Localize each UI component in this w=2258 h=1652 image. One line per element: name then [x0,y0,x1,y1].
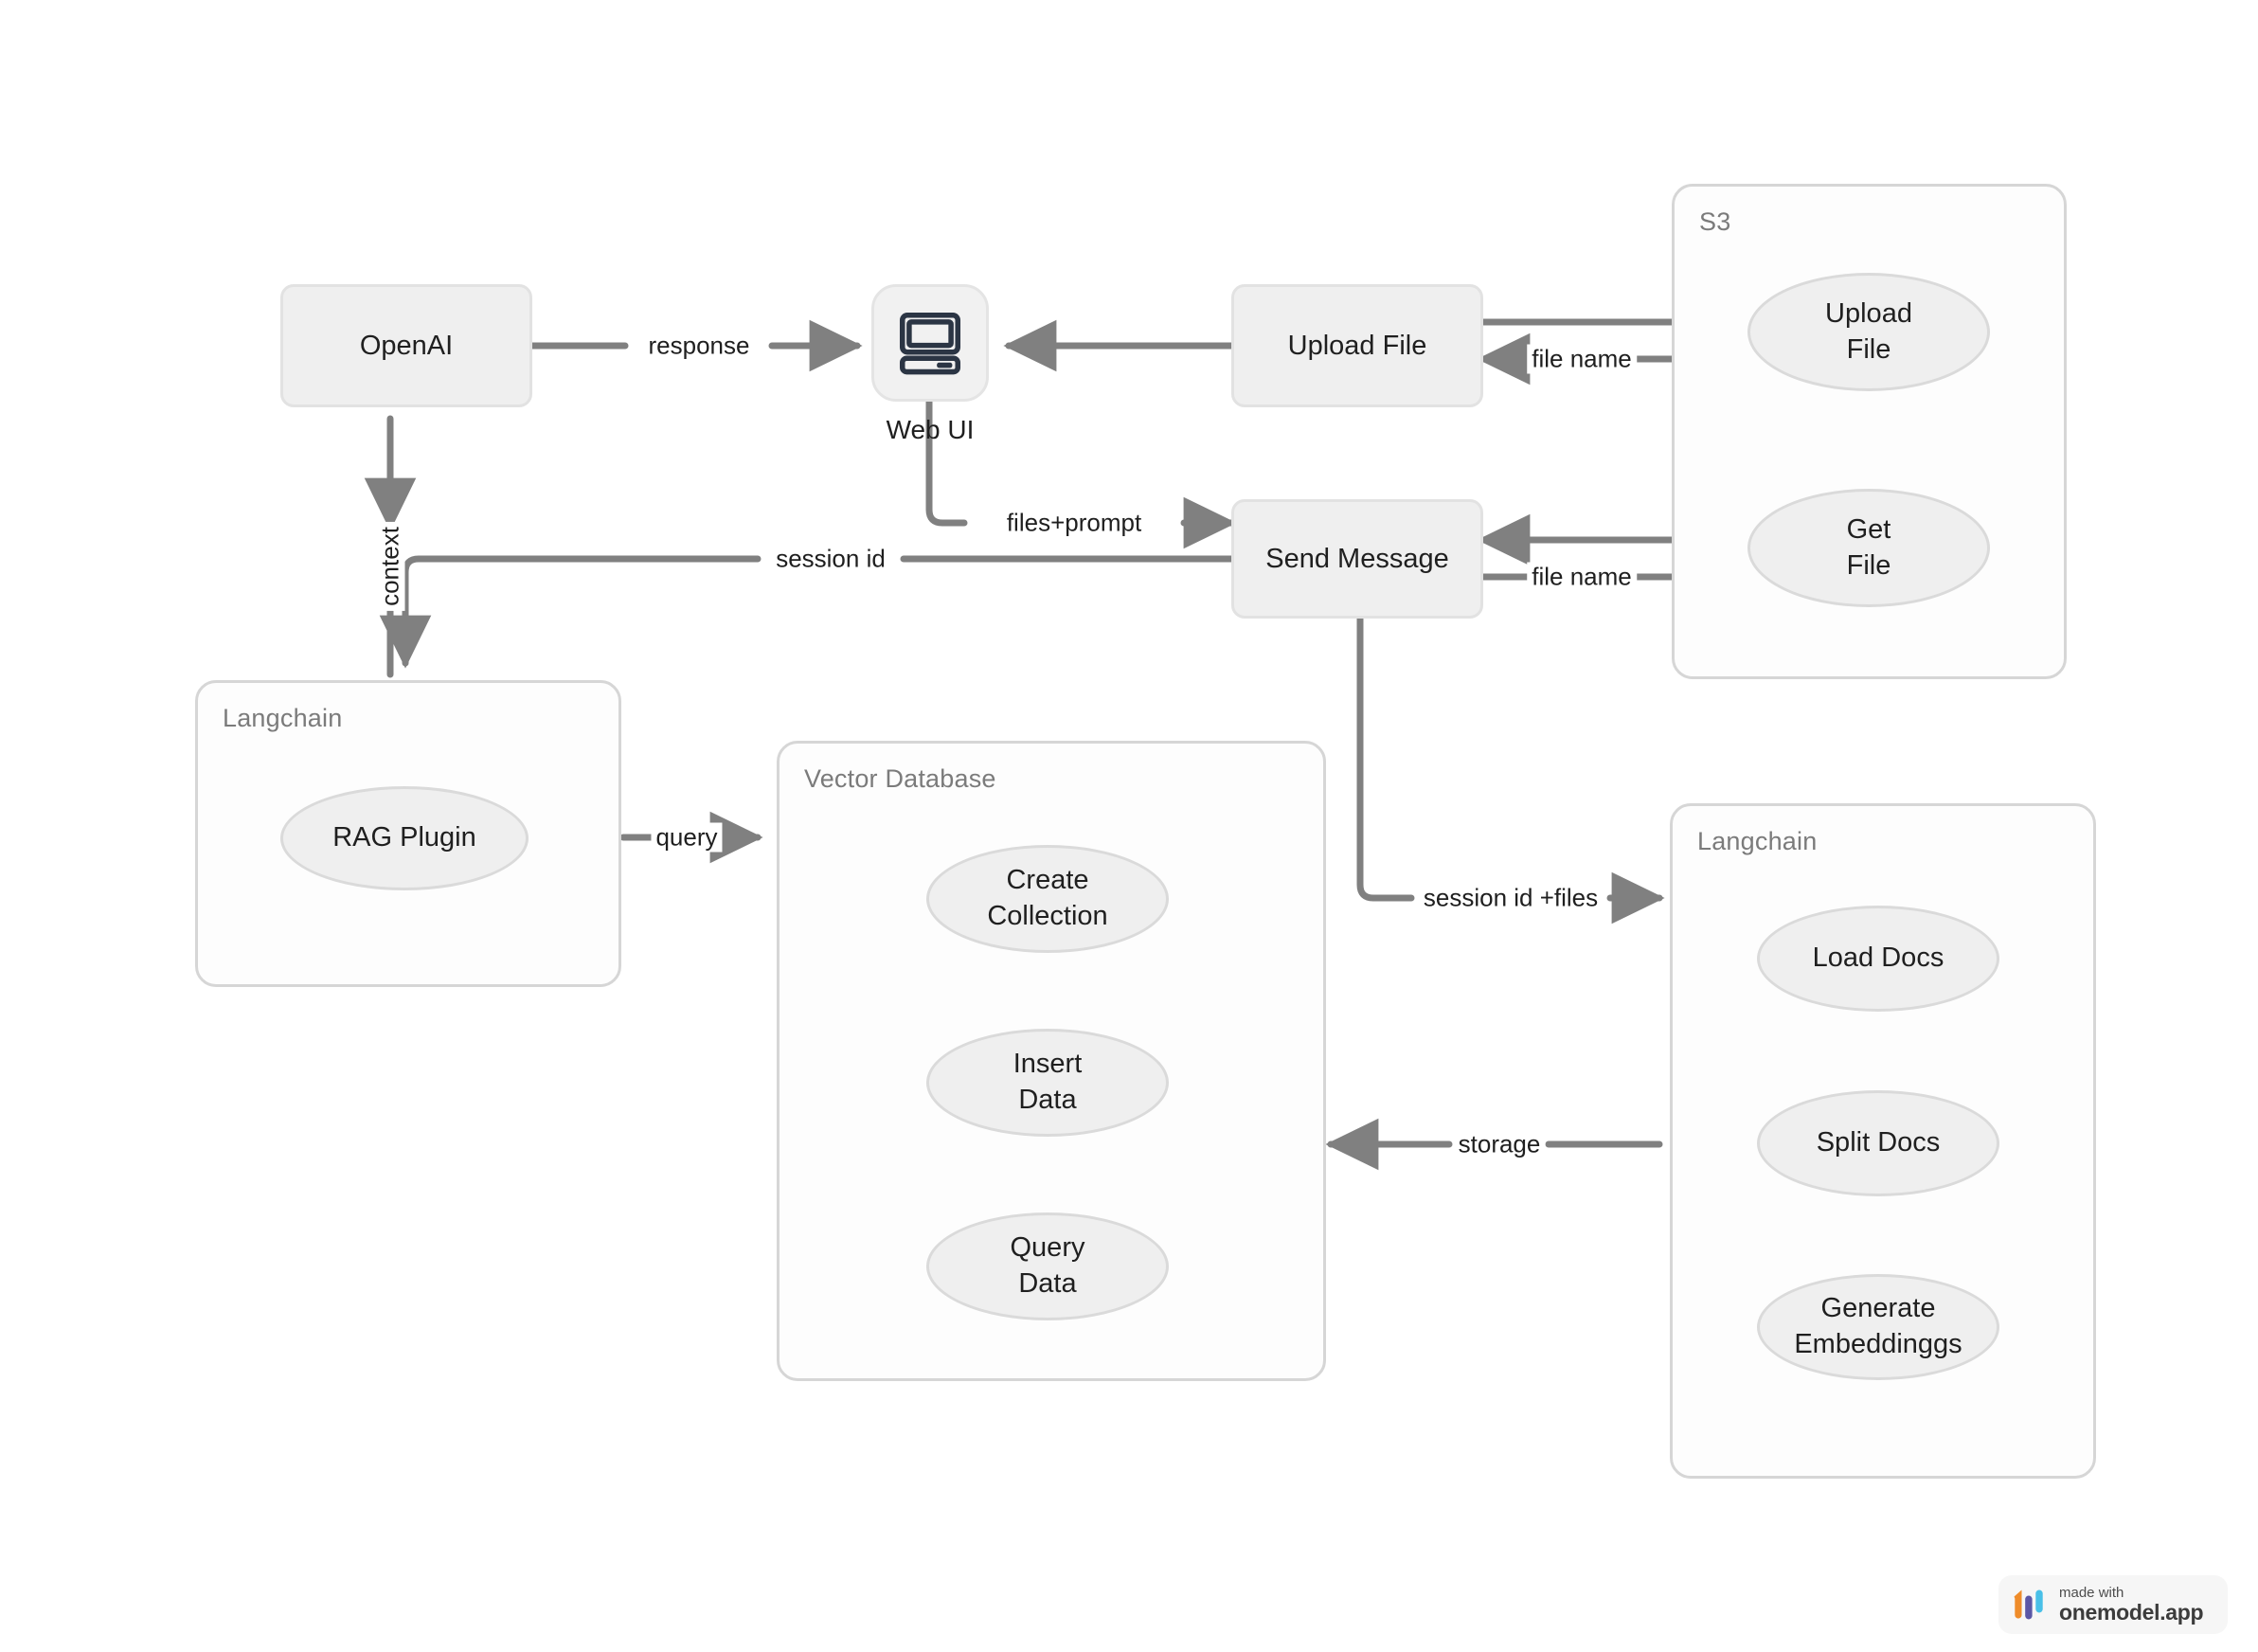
node-split-docs[interactable]: Split Docs [1757,1090,1999,1196]
edge-label-files-prompt: files+prompt [1001,508,1147,538]
node-upload-file-action-label: Upload File [1287,330,1427,361]
node-create-collection-label: Create Collection [987,865,1108,931]
watermark-made-with: made with [2059,1585,2124,1602]
node-openai-label: OpenAI [359,330,454,361]
edge-label-session-id-files: session id +files [1418,883,1604,913]
group-langchain-right-title: Langchain [1697,827,1818,855]
node-send-message-label: Send Message [1265,543,1449,574]
edge-label-response: response [643,331,755,361]
node-s3-upload-file[interactable]: Upload File [1747,273,1990,391]
edge-label-query: query [651,822,723,853]
node-upload-file-action[interactable]: Upload File [1231,284,1483,407]
node-send-message[interactable]: Send Message [1231,499,1483,619]
edge-label-storage: storage [1453,1129,1546,1159]
node-split-docs-label: Split Docs [1816,1127,1941,1158]
node-rag-plugin-label: RAG Plugin [332,822,476,853]
group-s3-title: S3 [1699,207,1731,236]
watermark-onemodel[interactable]: made with onemodel.app [1998,1575,2228,1634]
desktop-computer-icon [899,312,961,375]
node-s3-upload-file-label: Upload File [1825,297,1912,365]
node-create-collection[interactable]: Create Collection [926,845,1169,953]
node-load-docs-label: Load Docs [1812,943,1944,974]
watermark-brand: onemodel.app [2059,1599,2204,1625]
edge-label-file-name-get: file name [1527,562,1637,592]
onemodel-logo-icon [2014,1589,2043,1620]
edge-label-session-id: session id [771,544,890,574]
node-insert-data-label: Insert Data [1013,1049,1083,1115]
edge-sessionid-left [379,555,762,669]
edge-sessionfiles-elbow [1356,614,1415,902]
edge-label-file-name-upload: file name [1527,344,1637,374]
node-insert-data[interactable]: Insert Data [926,1029,1169,1137]
node-s3-get-file[interactable]: Get File [1747,489,1990,607]
group-vector-database-title: Vector Database [804,764,996,793]
node-s3-get-file-label: Get File [1846,513,1891,581]
node-generate-embeddings[interactable]: Generate Embeddinggs [1757,1274,1999,1380]
edge-label-context: context [375,522,405,611]
node-openai[interactable]: OpenAI [280,284,532,407]
node-query-data[interactable]: Query Data [926,1212,1169,1320]
node-query-data-label: Query Data [1010,1232,1085,1299]
node-load-docs[interactable]: Load Docs [1757,906,1999,1012]
group-langchain-left-title: Langchain [223,704,343,732]
node-web-ui-caption: Web UI [886,415,975,444]
node-rag-plugin[interactable]: RAG Plugin [280,786,529,890]
node-generate-embeddings-label: Generate Embeddinggs [1794,1293,1962,1359]
node-web-ui[interactable] [871,284,989,402]
